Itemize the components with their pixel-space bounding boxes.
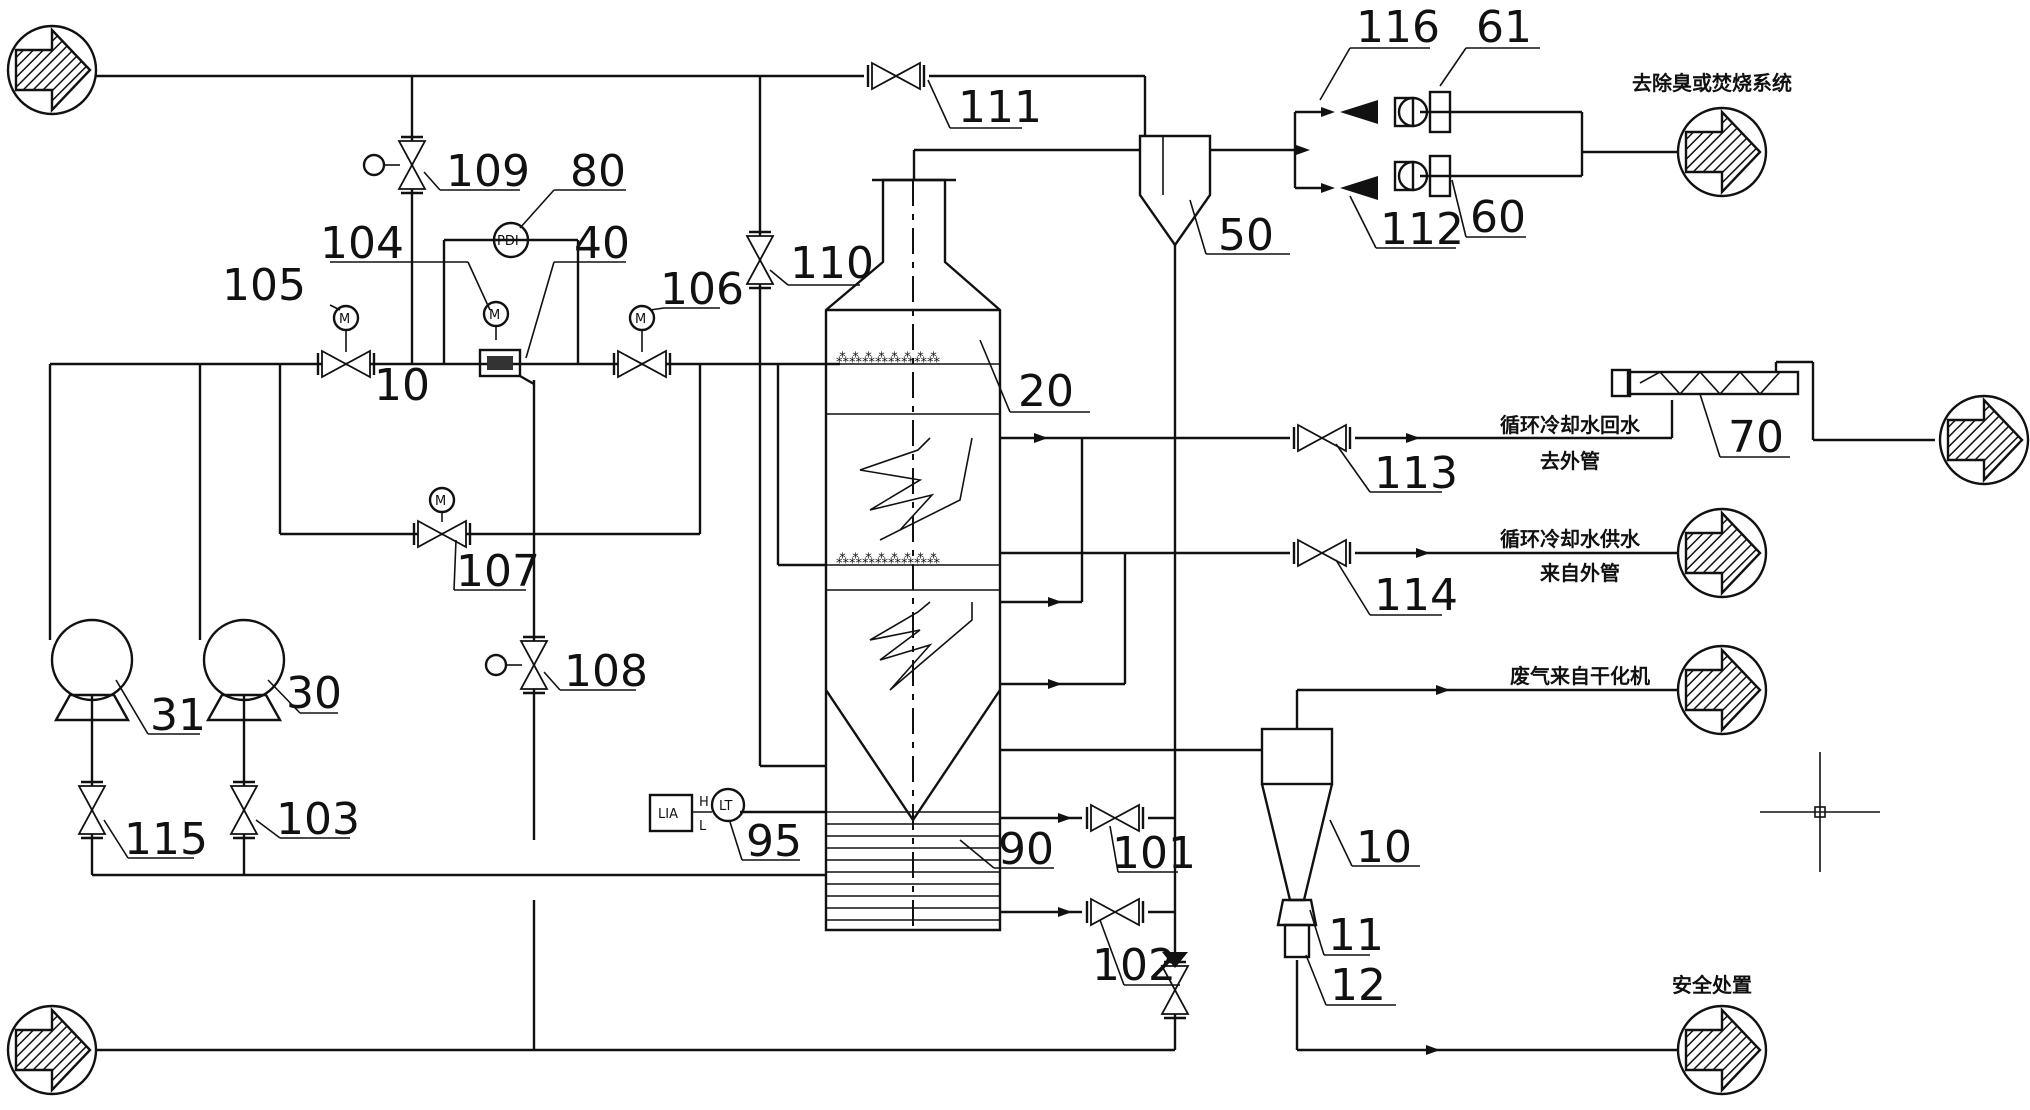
pneumatic-actuator-108 bbox=[484, 653, 522, 677]
check-valve-116 bbox=[1340, 100, 1378, 200]
label-106: 106 bbox=[660, 264, 744, 315]
label-80: 80 bbox=[570, 146, 626, 197]
annotation-cooling-supply-2: 来自外管 bbox=[1539, 561, 1620, 585]
label-30: 30 bbox=[286, 668, 342, 719]
label-103: 103 bbox=[276, 794, 360, 845]
motor-actuator-106: M bbox=[628, 304, 656, 352]
label-20: 20 bbox=[1018, 366, 1074, 417]
connector-cooling-supply bbox=[1676, 507, 1768, 599]
cyclone-10 bbox=[1260, 727, 1334, 959]
label-102: 102 bbox=[1092, 940, 1176, 991]
label-114: 114 bbox=[1374, 570, 1458, 621]
label-70: 70 bbox=[1728, 412, 1784, 463]
label-109: 109 bbox=[446, 146, 530, 197]
annotation-cooling-supply-1: 循环冷却水供水 bbox=[1500, 527, 1641, 551]
filter-40 bbox=[478, 348, 535, 386]
label-pipe-10: 10 bbox=[374, 360, 430, 411]
connector-bottom-left bbox=[6, 1004, 98, 1096]
connector-screw-outlet bbox=[1938, 394, 2030, 486]
motor-actuator-104: M bbox=[482, 300, 510, 340]
label-108: 108 bbox=[564, 646, 648, 697]
center-mark bbox=[1760, 752, 1880, 872]
label-110: 110 bbox=[790, 238, 874, 289]
svg-text:⁂⁂⁂⁂⁂⁂⁂⁂: ⁂⁂⁂⁂⁂⁂⁂⁂ bbox=[836, 552, 940, 567]
annotation-cooling-return-1: 循环冷却水回水 bbox=[1500, 413, 1641, 437]
label-105: 105 bbox=[222, 260, 306, 311]
label-61: 61 bbox=[1476, 2, 1532, 53]
svg-text:M: M bbox=[635, 312, 646, 327]
label-40: 40 bbox=[574, 218, 630, 269]
connector-waste-gas bbox=[1676, 644, 1768, 736]
svg-text:LIA: LIA bbox=[658, 807, 678, 822]
label-113: 113 bbox=[1374, 448, 1458, 499]
motor-actuator-107: M bbox=[428, 486, 456, 522]
svg-text:L: L bbox=[699, 819, 707, 834]
level-instruments-95: LIA LT H L bbox=[648, 787, 746, 834]
stream-annotations: 去除臭或焚烧系统 循环冷却水回水 去外管 循环冷却水供水 来自外管 废气来自干化… bbox=[1500, 71, 1792, 997]
annotation-cooling-return-2: 去外管 bbox=[1540, 449, 1600, 473]
annotation-waste-gas: 废气来自干化机 bbox=[1510, 664, 1650, 688]
screw-conveyor-70 bbox=[1610, 360, 1815, 398]
label-115: 115 bbox=[124, 814, 208, 865]
pdi-instrument-80: PDI bbox=[492, 221, 530, 259]
separator-50 bbox=[1138, 134, 1212, 248]
label-cyclone-10: 10 bbox=[1356, 822, 1412, 873]
label-101: 101 bbox=[1112, 828, 1196, 879]
annotation-odor-system: 去除臭或焚烧系统 bbox=[1632, 71, 1792, 95]
connector-odor-system bbox=[1676, 106, 1768, 198]
label-104: 104 bbox=[320, 218, 404, 269]
svg-text:LT: LT bbox=[719, 799, 732, 814]
svg-text:M: M bbox=[435, 494, 446, 509]
svg-text:M: M bbox=[489, 308, 500, 323]
label-31: 31 bbox=[150, 690, 206, 741]
label-50: 50 bbox=[1218, 210, 1274, 261]
svg-text:M: M bbox=[339, 312, 350, 327]
component-labels: 111 109 80 110 105 104 40 106 10 107 108… bbox=[124, 2, 1784, 1011]
pump-30 bbox=[202, 618, 286, 722]
label-112: 112 bbox=[1380, 204, 1464, 255]
svg-text:PDI: PDI bbox=[497, 234, 519, 249]
label-95: 95 bbox=[746, 816, 802, 867]
label-60: 60 bbox=[1470, 192, 1526, 243]
leader-lines bbox=[103, 47, 1790, 1006]
connector-top-left bbox=[6, 24, 98, 116]
label-90: 90 bbox=[998, 824, 1054, 875]
svg-text:H: H bbox=[699, 795, 709, 810]
label-12: 12 bbox=[1330, 960, 1386, 1011]
fan-61 bbox=[1393, 90, 1452, 134]
pipe-connectors bbox=[6, 24, 2030, 1096]
valves bbox=[77, 61, 1352, 1020]
connector-safe-disposal bbox=[1676, 1004, 1768, 1096]
annotation-safe-disposal: 安全处置 bbox=[1672, 973, 1752, 997]
pneumatic-actuator-109 bbox=[362, 153, 400, 177]
label-111: 111 bbox=[958, 82, 1042, 133]
piping bbox=[48, 74, 1935, 1052]
fan-60 bbox=[1393, 154, 1452, 198]
svg-text:⁂⁂⁂⁂⁂⁂⁂⁂: ⁂⁂⁂⁂⁂⁂⁂⁂ bbox=[836, 351, 940, 366]
label-116: 116 bbox=[1356, 2, 1440, 53]
pump-31 bbox=[50, 618, 134, 722]
scrubber-tower: ⁂⁂⁂⁂⁂⁂⁂⁂ ⁂⁂⁂⁂⁂⁂⁂⁂ bbox=[824, 178, 1002, 932]
motor-actuator-105: M bbox=[332, 304, 360, 352]
label-107: 107 bbox=[456, 546, 540, 597]
label-11: 11 bbox=[1328, 910, 1384, 961]
